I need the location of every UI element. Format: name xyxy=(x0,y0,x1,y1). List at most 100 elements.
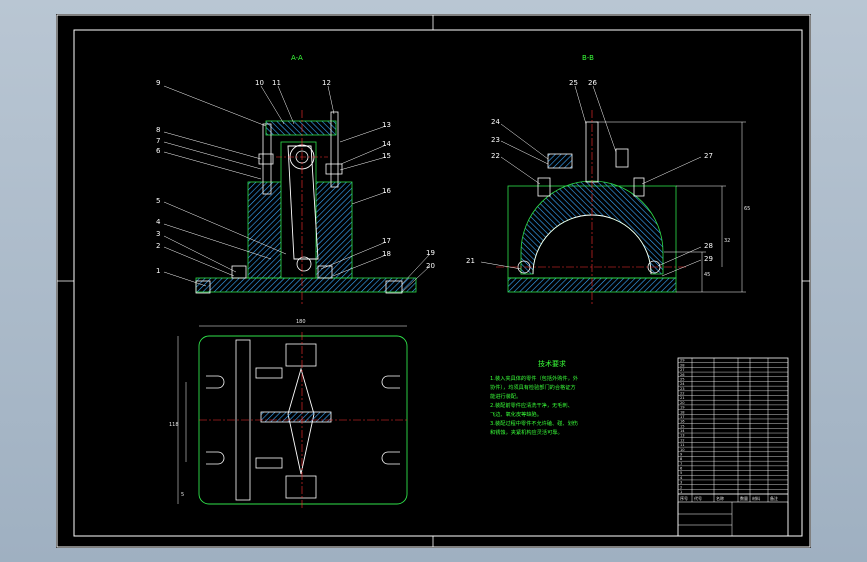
callout-10: 10 xyxy=(255,79,264,87)
bb-left-screw xyxy=(537,177,551,197)
callout-13: 13 xyxy=(382,121,391,129)
tb-row-number: 21 xyxy=(680,396,685,400)
notes-line-1: 1.装入夹具体的零件（包括外购件，外 xyxy=(490,374,578,382)
connecting-rod xyxy=(287,145,319,260)
tb-row-number: 4 xyxy=(680,476,683,480)
tb-row-number: 10 xyxy=(680,448,685,452)
callout-2: 2 xyxy=(156,242,160,250)
plan-fixture-body xyxy=(235,339,251,501)
callout-16: 16 xyxy=(382,187,391,195)
title-block-footer: 序号代号名称数量材料备注 xyxy=(680,495,778,501)
callout-28: 28 xyxy=(704,242,713,250)
tb-row-number: 9 xyxy=(680,452,683,456)
callout-25: 25 xyxy=(569,79,578,87)
notes-title: 技术要求 xyxy=(538,359,566,368)
tb-row-number: 29 xyxy=(680,359,685,363)
callout-7: 7 xyxy=(156,137,160,145)
outer-frame xyxy=(56,14,811,548)
base-right-slot xyxy=(385,280,403,294)
plan-slot-bl xyxy=(206,451,225,465)
callout-3: 3 xyxy=(156,230,160,238)
tb-row-number: 20 xyxy=(680,401,685,405)
tb-footer-label: 备注 xyxy=(770,495,778,501)
plan-slot-tr xyxy=(381,375,400,389)
right-stud xyxy=(330,111,339,188)
tb-footer-label: 名称 xyxy=(716,495,724,501)
callout-5: 5 xyxy=(156,197,160,205)
tb-row-number: 15 xyxy=(680,424,685,428)
bb-dim-side: 45 xyxy=(704,272,710,278)
tb-row-number: 18 xyxy=(680,410,685,414)
tb-row-number: 17 xyxy=(680,415,685,419)
bb-right-screw xyxy=(633,177,645,197)
callout-12: 12 xyxy=(322,79,331,87)
tb-row-number: 3 xyxy=(680,481,682,485)
drawing-svg: A-A xyxy=(56,14,811,548)
rod-small-end xyxy=(296,256,312,272)
tb-row-number: 19 xyxy=(680,406,685,410)
callout-9: 9 xyxy=(156,79,160,87)
title-block-rows: 2928272625242322212019181716151413121110… xyxy=(678,359,788,495)
callout-8: 8 xyxy=(156,126,160,134)
right-nut xyxy=(325,163,343,175)
tb-row-number: 16 xyxy=(680,420,685,424)
aa-callout-labels: 9 8 7 6 5 4 3 2 1 10 11 12 13 14 15 16 1 xyxy=(156,79,435,275)
tb-row-number: 24 xyxy=(680,382,685,386)
tb-row-number: 26 xyxy=(680,373,685,377)
left-stud xyxy=(262,123,272,195)
bb-leaders xyxy=(480,85,702,277)
tb-row-number: 25 xyxy=(680,377,685,381)
section-aa-title: A-A xyxy=(291,54,303,62)
tb-row-number: 11 xyxy=(680,443,685,447)
inner-frame xyxy=(73,29,803,537)
bb-dim-height: 65 xyxy=(744,206,750,212)
tb-row-number: 23 xyxy=(680,387,685,391)
callout-15: 15 xyxy=(382,152,391,160)
tb-row-number: 27 xyxy=(680,368,685,372)
callout-20: 20 xyxy=(426,262,435,270)
callout-17: 17 xyxy=(382,237,391,245)
bb-dimension-lines xyxy=(596,121,746,293)
tb-row-number: 7 xyxy=(680,462,682,466)
callout-24: 24 xyxy=(491,118,500,126)
plan-dim-left: 5 xyxy=(181,492,184,498)
notes-line-4: 2.装配前零件应清洗干净，无毛刺、 xyxy=(490,401,573,409)
callout-6: 6 xyxy=(156,147,161,155)
plan-slot-tl xyxy=(206,375,225,389)
callout-21: 21 xyxy=(466,257,475,265)
bb-dim-mid: 32 xyxy=(724,238,730,244)
plan-clamp-arm-1 xyxy=(255,367,283,379)
plan-clamp-arm-2 xyxy=(255,457,283,469)
tb-footer-label: 数量 xyxy=(740,495,748,501)
drawing-canvas[interactable]: A-A xyxy=(56,14,811,548)
callout-26: 26 xyxy=(588,79,597,87)
tb-sign-area xyxy=(677,501,789,537)
tb-row-number: 14 xyxy=(680,429,685,433)
notes-line-7: 和锈蚀，夹紧机构应灵活可靠。 xyxy=(490,428,563,436)
tb-footer-label: 代号 xyxy=(694,495,702,501)
notes-line-6: 3.装配过程中零件不允许磕、碰、划伤 xyxy=(490,419,578,427)
section-bb-view: B-B xyxy=(466,54,750,304)
section-aa-view: A-A xyxy=(156,54,435,304)
plan-view: 180 118 5 xyxy=(169,319,408,508)
tb-row-number: 6 xyxy=(680,467,683,471)
top-clamp-bar xyxy=(265,120,337,136)
tb-row-number: 8 xyxy=(680,457,683,461)
tb-footer-label: 序号 xyxy=(680,495,688,501)
notes-line-3: 能进行装配。 xyxy=(490,392,521,400)
callout-4: 4 xyxy=(156,218,161,226)
callout-18: 18 xyxy=(382,250,391,258)
bb-left-clamp xyxy=(547,153,573,169)
notes-line-2: 协件），均须具有检验部门的合格证方 xyxy=(490,383,576,391)
bb-right-clamp xyxy=(615,148,629,168)
left-bolt xyxy=(231,265,247,279)
right-bolt xyxy=(317,265,333,279)
tb-row-number: 12 xyxy=(680,438,685,442)
aa-leaders xyxy=(163,85,431,293)
plan-dim-side: 118 xyxy=(169,422,179,428)
plan-dim-top: 180 xyxy=(296,319,306,325)
callout-23: 23 xyxy=(491,136,500,144)
callout-1: 1 xyxy=(156,267,160,275)
base-plate xyxy=(195,277,417,293)
callout-14: 14 xyxy=(382,140,391,148)
